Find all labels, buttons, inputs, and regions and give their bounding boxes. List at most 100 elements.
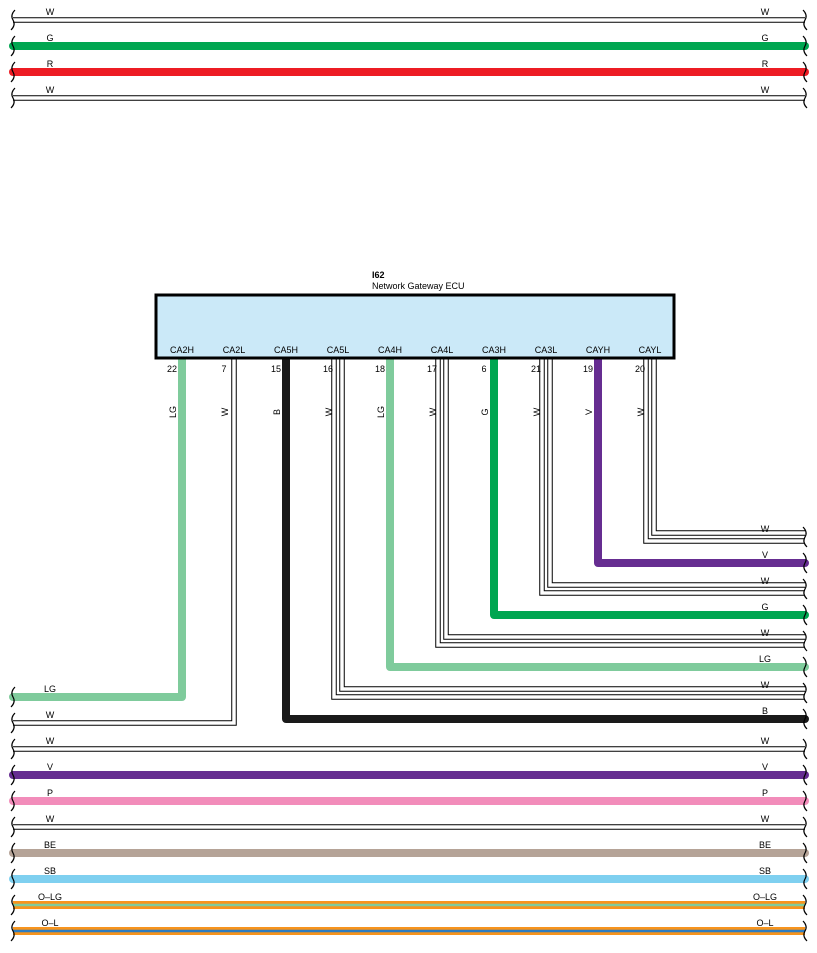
ecu-box — [154, 293, 676, 360]
wire-color-label: O–LG — [753, 892, 777, 902]
wire-color-label: LG — [44, 684, 56, 694]
right-wire — [386, 354, 809, 671]
pin-number-label: 20 — [635, 364, 645, 374]
pin-wire-label: W — [324, 407, 334, 416]
right-wire-pair-core — [332, 358, 805, 699]
wire-break-left-symbol — [10, 920, 16, 942]
right-wire-pair — [643, 358, 805, 544]
pin-signal-label: CA2L — [223, 345, 246, 355]
wire-break-left-symbol — [10, 712, 16, 734]
wire-color-label: P — [47, 788, 53, 798]
pin-signal-label: CAYL — [639, 345, 662, 355]
wire-color-label: V — [762, 762, 768, 772]
wire-break-right-symbol — [802, 708, 808, 730]
wire-break-left-symbol — [10, 894, 16, 916]
pin-signal-label: CA3L — [535, 345, 558, 355]
wire-break-right-symbol — [802, 656, 808, 678]
pin-ca2h-wire — [9, 354, 186, 701]
pin-signal-label: CA4H — [378, 345, 402, 355]
pin-number-label: 22 — [167, 364, 177, 374]
ecu-code: I62 — [372, 270, 385, 280]
pin-number-label: 15 — [271, 364, 281, 374]
wire-color-label: SB — [759, 866, 771, 876]
pin-wire-label: W — [220, 407, 230, 416]
wire-color-label: W — [761, 680, 770, 690]
wire-break-left-symbol — [10, 686, 16, 708]
wire-break-right-symbol — [802, 682, 808, 704]
wire-break-right-symbol — [802, 604, 808, 626]
wire-break-right-symbol — [802, 868, 808, 890]
wire-break-right-symbol — [802, 920, 808, 942]
wire-break-left-symbol — [10, 764, 16, 786]
wire-break-left-symbol — [10, 816, 16, 838]
wire-color-label: W — [46, 7, 55, 17]
wire-color-label: R — [47, 59, 54, 69]
wire-break-right-symbol — [802, 764, 808, 786]
pin-wire-label: LG — [168, 406, 178, 418]
wire-color-label: W — [761, 576, 770, 586]
pin-number-label: 6 — [481, 364, 486, 374]
wire-color-label: W — [46, 814, 55, 824]
pin-number-label: 19 — [583, 364, 593, 374]
wire-color-label: W — [46, 85, 55, 95]
pin-number-label: 18 — [375, 364, 385, 374]
wire-break-left-symbol — [10, 790, 16, 812]
wire-break-left-symbol — [10, 35, 16, 57]
wire-color-label: B — [762, 706, 768, 716]
right-wire — [282, 354, 809, 723]
right-wire-core — [548, 358, 805, 587]
right-wire-pair-core — [644, 358, 805, 543]
pin-wire-label: B — [272, 409, 282, 415]
wire-break-left-symbol — [10, 61, 16, 83]
right-wire-pair-core — [436, 358, 805, 647]
pin-signal-label: CA4L — [431, 345, 454, 355]
wire-break-right-symbol — [802, 816, 808, 838]
pin-number-label: 16 — [323, 364, 333, 374]
wire-color-label: W — [761, 628, 770, 638]
wire-break-right-symbol — [802, 35, 808, 57]
pin-wire-label: W — [636, 407, 646, 416]
wire-color-label: W — [761, 524, 770, 534]
wire-color-label: W — [761, 736, 770, 746]
wire-break-right-symbol — [802, 790, 808, 812]
right-wire-core — [652, 358, 805, 535]
pin-signal-label: CAYH — [586, 345, 610, 355]
wire-color-label: BE — [44, 840, 56, 850]
pin-wire-label: LG — [376, 406, 386, 418]
wire-color-label: W — [761, 85, 770, 95]
pin-number-label: 21 — [531, 364, 541, 374]
wire-break-right-symbol — [802, 894, 808, 916]
pin-signal-label: CA3H — [482, 345, 506, 355]
wire-color-label: O–L — [41, 918, 58, 928]
wire-color-label: G — [46, 33, 53, 43]
wire-color-label: SB — [44, 866, 56, 876]
wire-color-label: BE — [759, 840, 771, 850]
wire-break-left-symbol — [10, 87, 16, 109]
pin-wire-label: W — [532, 407, 542, 416]
wire-color-label: G — [761, 33, 768, 43]
wire-break-right-symbol — [802, 578, 808, 600]
wire-break-left-symbol — [10, 9, 16, 31]
pin-number-label: 17 — [427, 364, 437, 374]
wire-break-right-symbol — [802, 61, 808, 83]
wire-color-label: W — [761, 7, 770, 17]
wire-break-right-symbol — [802, 842, 808, 864]
wire-color-label: LG — [759, 654, 771, 664]
right-wire-core — [444, 358, 805, 639]
network-gateway-ecu: I62 Network Gateway ECU — [154, 270, 676, 360]
pin-number-label: 7 — [221, 364, 226, 374]
wire-color-label: V — [47, 762, 53, 772]
wire-break-left-symbol — [10, 738, 16, 760]
wire-color-label: P — [762, 788, 768, 798]
wire-break-right-symbol — [802, 9, 808, 31]
wire-color-label: W — [46, 736, 55, 746]
pin-signal-label: CA5L — [327, 345, 350, 355]
right-wire — [490, 354, 809, 619]
right-wire — [651, 358, 805, 536]
pin-signal-label: CA2H — [170, 345, 194, 355]
wire-color-label: O–L — [756, 918, 773, 928]
right-wire — [594, 354, 809, 567]
wire-layer — [9, 17, 809, 935]
pin-wire-label: W — [428, 407, 438, 416]
